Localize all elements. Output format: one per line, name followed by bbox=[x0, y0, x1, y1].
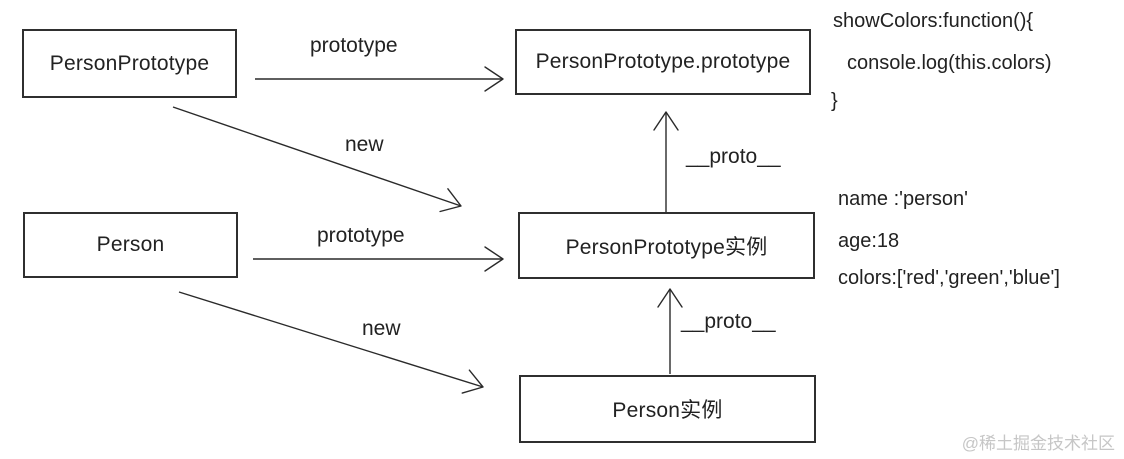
node-person-prototype-instance: PersonPrototype实例 bbox=[518, 212, 815, 279]
edge-label-new-top: new bbox=[345, 133, 384, 156]
instance-prop-colors: colors:['red','green','blue'] bbox=[838, 267, 1060, 289]
prototype-code-line-1: showColors:function(){ bbox=[833, 10, 1034, 32]
prototype-code-line-3: } bbox=[831, 90, 838, 112]
edge-label-proto-bottom: __proto__ bbox=[681, 310, 776, 333]
edge-label-new-bottom: new bbox=[362, 317, 401, 340]
instance-prop-name: name :'person' bbox=[838, 188, 968, 210]
arrow-new-bottom bbox=[178, 291, 484, 394]
edge-label-prototype-middle: prototype bbox=[317, 224, 405, 247]
instance-prop-age: age:18 bbox=[838, 230, 900, 252]
node-person-prototype: PersonPrototype bbox=[22, 29, 237, 98]
prototype-code-line-2: console.log(this.colors) bbox=[847, 52, 1052, 74]
node-person-instance-label: Person实例 bbox=[612, 399, 723, 422]
watermark-text: @稀土掘金技术社区 bbox=[961, 434, 1115, 453]
node-person: Person bbox=[23, 212, 238, 278]
node-person-prototype-prototype-label: PersonPrototype.prototype bbox=[535, 50, 791, 73]
node-person-prototype-label: PersonPrototype bbox=[49, 51, 210, 75]
edge-label-prototype-top: prototype bbox=[310, 34, 398, 57]
arrow-new-top bbox=[172, 106, 462, 213]
edge-label-proto-top: __proto__ bbox=[686, 145, 781, 168]
node-person-prototype-instance-label: PersonPrototype实例 bbox=[565, 235, 768, 259]
node-person-instance: Person实例 bbox=[519, 375, 816, 443]
node-person-prototype-prototype: PersonPrototype.prototype bbox=[515, 29, 811, 95]
node-person-label: Person bbox=[96, 233, 165, 256]
